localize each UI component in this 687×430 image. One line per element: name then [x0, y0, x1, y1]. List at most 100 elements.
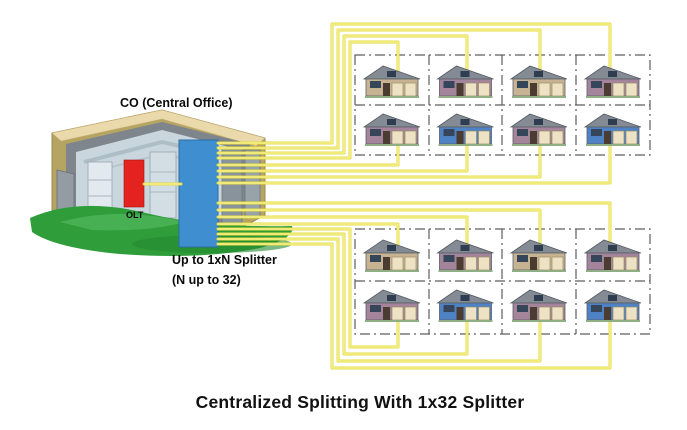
front-window: [517, 129, 528, 136]
garage-door: [404, 82, 417, 97]
garage-door: [404, 256, 417, 271]
garage-door: [625, 130, 638, 145]
house-lawn: [586, 96, 640, 98]
attic-window: [534, 71, 543, 77]
front-window: [370, 129, 381, 136]
house-lawn: [512, 96, 566, 98]
attic-window: [534, 295, 543, 301]
splitter-label-line2: (N up to 32): [172, 273, 241, 287]
attic-window: [460, 245, 470, 251]
fiber-group0-row0-col0-core: [217, 41, 399, 159]
garage-door: [465, 130, 477, 145]
front-window: [517, 81, 528, 88]
front-door: [456, 83, 464, 96]
splitter-label-line1: Up to 1xN Splitter: [172, 253, 277, 267]
house-lawn: [438, 320, 493, 322]
garage-door: [478, 130, 490, 145]
house-blue: [583, 289, 642, 322]
garage-door: [391, 82, 404, 97]
splitter-box: [178, 139, 219, 248]
fiber-group1-row0-col2-core: [217, 209, 541, 253]
front-window: [370, 255, 381, 262]
garage-door: [465, 256, 477, 271]
attic-window: [387, 295, 396, 301]
garage-door: [551, 82, 564, 97]
attic-window: [387, 71, 396, 77]
garage-door: [391, 130, 404, 145]
garage-door: [404, 130, 417, 145]
garage-door: [465, 306, 477, 321]
front-window: [370, 305, 381, 312]
house-blue: [436, 113, 494, 146]
front-door: [604, 83, 611, 96]
house-lawn: [438, 144, 493, 146]
fiber-group0-row0-col2-core: [217, 29, 541, 149]
garage-door: [551, 306, 564, 321]
front-window: [591, 129, 602, 136]
front-door: [530, 307, 537, 320]
fiber-group0-row1-col3-core: [217, 137, 611, 184]
garage-door: [478, 306, 490, 321]
attic-window: [460, 295, 470, 301]
olt-box: [123, 159, 145, 208]
fiber-group1-row1-col3-core: [217, 243, 611, 369]
fiber-lines: [142, 22, 612, 370]
front-door: [530, 131, 537, 144]
neighborhood-boundaries: [354, 54, 651, 335]
front-door: [456, 257, 464, 270]
garage-door: [391, 256, 404, 271]
grass-highlight: [60, 214, 185, 231]
house-mauve: [583, 239, 642, 272]
front-door: [383, 257, 390, 270]
fiber-group1-row1-col0-core: [217, 228, 399, 348]
attic-window: [387, 119, 396, 125]
house-lawn: [365, 144, 419, 146]
neighborhood-box-bottom: [354, 228, 651, 335]
front-door: [530, 83, 537, 96]
house-lawn: [512, 144, 566, 146]
front-window: [517, 255, 528, 262]
house-lawn: [512, 270, 566, 272]
front-window: [443, 129, 455, 136]
house-lawn: [586, 320, 640, 322]
fiber-group1-row0-col0-core: [217, 223, 399, 253]
attic-window: [608, 245, 617, 251]
house-blue: [436, 289, 494, 322]
attic-window: [387, 245, 396, 251]
garage-door: [538, 130, 551, 145]
fiber-group1-row0-col1-core: [217, 216, 468, 253]
fiber-group1-row1-col1-core: [217, 233, 468, 355]
neighborhood-box-top: [354, 54, 651, 156]
garage-door: [404, 306, 417, 321]
garage-door: [625, 306, 638, 321]
house-lawn: [365, 320, 419, 322]
garage-door: [391, 306, 404, 321]
house-mauve: [509, 289, 568, 322]
attic-window: [460, 71, 470, 77]
house-tan: [509, 65, 568, 98]
front-door: [456, 131, 464, 144]
front-door: [383, 131, 390, 144]
front-window: [591, 255, 602, 262]
fiber-group0-row0-col3-core: [217, 23, 611, 144]
house-mauve: [436, 239, 494, 272]
house-blue: [583, 113, 642, 146]
garage-door: [551, 130, 564, 145]
house-mauve: [583, 65, 642, 98]
front-window: [443, 305, 455, 312]
front-door: [383, 307, 390, 320]
garage-door: [538, 82, 551, 97]
front-window: [517, 305, 528, 312]
front-door: [604, 131, 611, 144]
house-mauve: [362, 113, 421, 146]
garage-door: [612, 306, 625, 321]
fiber-group0-row0-col1-core: [217, 35, 468, 154]
house-lawn: [438, 96, 493, 98]
house-lawn: [586, 144, 640, 146]
house-mauve: [362, 289, 421, 322]
garage-door: [478, 256, 490, 271]
garage-door: [612, 130, 625, 145]
front-door: [604, 257, 611, 270]
house-lawn: [438, 270, 493, 272]
